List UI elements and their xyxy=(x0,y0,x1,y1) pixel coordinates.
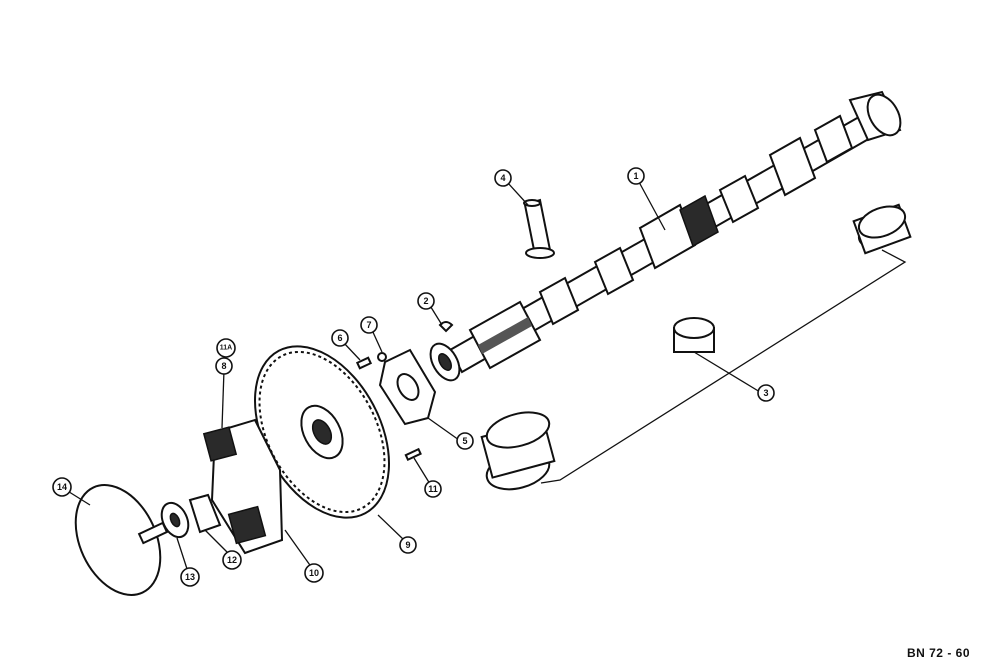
callout-5: 5 xyxy=(456,432,474,450)
callout-14-label: 14 xyxy=(57,482,67,492)
bushing-rear xyxy=(852,203,912,255)
camshaft xyxy=(429,90,902,382)
callout-4-label: 4 xyxy=(500,173,505,183)
figure-code: BN 72 - 60 xyxy=(906,646,970,660)
camshaft-gear xyxy=(254,345,390,519)
woodruff-key xyxy=(438,321,454,333)
callout-1-label: 1 xyxy=(633,171,638,181)
callout-1: 1 xyxy=(627,167,645,185)
hub-nut xyxy=(160,501,190,539)
callout-11-label: 11 xyxy=(428,484,438,494)
bushing-front xyxy=(480,411,556,491)
callout-6-label: 6 xyxy=(337,333,342,343)
end-cover xyxy=(74,484,169,596)
callout-3: 3 xyxy=(757,384,775,402)
callout-10-label: 10 xyxy=(309,568,319,578)
callout-11: 11 xyxy=(424,480,442,498)
callout-11a-label: 11A xyxy=(220,345,232,352)
callout-9-label: 9 xyxy=(405,540,410,550)
callout-13-label: 13 xyxy=(185,572,195,582)
callout-5-label: 5 xyxy=(462,436,467,446)
callout-7-label: 7 xyxy=(366,320,371,330)
callout-4: 4 xyxy=(494,169,512,187)
gear-retainer xyxy=(202,418,284,555)
pump-drive-shaft xyxy=(523,198,555,259)
callout-12-label: 12 xyxy=(227,555,237,565)
callout-2: 2 xyxy=(417,292,435,310)
leader-lines xyxy=(65,181,907,573)
callout-14: 14 xyxy=(52,477,72,497)
bolt-and-lockwasher xyxy=(355,352,387,370)
callout-11a: 11A xyxy=(216,338,236,358)
callout-7: 7 xyxy=(360,316,378,334)
callout-6: 6 xyxy=(331,329,349,347)
bushing-center xyxy=(673,317,715,353)
thrust-plate xyxy=(378,348,437,426)
callout-8-label: 8 xyxy=(221,361,226,371)
gasket xyxy=(188,493,222,534)
callout-2-label: 2 xyxy=(423,296,428,306)
callout-13: 13 xyxy=(180,567,200,587)
callout-9: 9 xyxy=(399,536,417,554)
dowel-pin xyxy=(404,447,422,462)
callout-10: 10 xyxy=(304,563,324,583)
callout-3-label: 3 xyxy=(763,388,768,398)
callout-8: 8 xyxy=(215,357,233,375)
callout-12: 12 xyxy=(222,550,242,570)
